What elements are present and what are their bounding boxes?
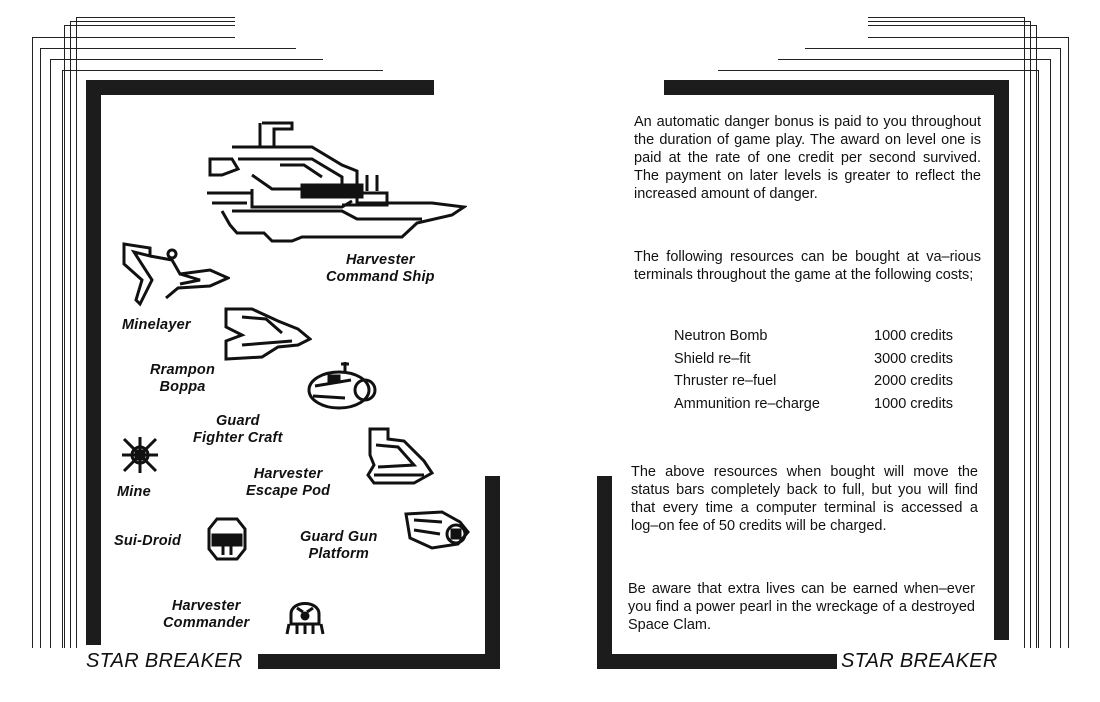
sprite-label-command-ship: Harvester Command Ship bbox=[326, 252, 435, 285]
frame-right-bar bbox=[485, 476, 500, 669]
sprite-label-escape-pod: Harvester Escape Pod bbox=[246, 466, 331, 499]
frame-top-bar bbox=[664, 80, 1009, 95]
page-stack-line bbox=[70, 21, 235, 648]
cost-item: Neutron Bomb bbox=[674, 328, 768, 344]
page-stack-line bbox=[868, 17, 1025, 648]
page-stack-line bbox=[32, 37, 235, 648]
sprite-label-commander: Harvester Commander bbox=[163, 598, 250, 631]
sprite-label-guard-gun: Guard Gun Platform bbox=[300, 529, 378, 562]
rrampon-boppa-icon bbox=[224, 307, 312, 361]
paragraph-resources-intro: The following resources can be bought at… bbox=[634, 249, 981, 283]
frame-right-bar bbox=[994, 80, 1009, 640]
page-stack-line bbox=[718, 70, 1039, 648]
sprite-label-mine: Mine bbox=[117, 484, 151, 500]
page-stack-line bbox=[64, 25, 235, 648]
resource-cost-table: Neutron Bomb 1000 credits Shield re–fit … bbox=[674, 328, 953, 418]
sprite-label-sui-droid: Sui-Droid bbox=[114, 533, 182, 549]
frame-left-bar bbox=[597, 476, 612, 669]
page-stack-line bbox=[62, 70, 383, 648]
frame-bottom-bar bbox=[258, 654, 500, 669]
table-row: Ammunition re–charge 1000 credits bbox=[674, 396, 953, 419]
minelayer-icon bbox=[122, 242, 230, 307]
page-stack-line bbox=[868, 25, 1037, 648]
cost-price: 3000 credits bbox=[874, 350, 953, 367]
harvester-commander-icon bbox=[285, 602, 325, 635]
table-row: Thruster re–fuel 2000 credits bbox=[674, 373, 953, 396]
paragraph-danger-bonus: An automatic danger bonus is paid to you… bbox=[634, 114, 981, 202]
paragraph-status-bars: The above resources when bought will mov… bbox=[631, 464, 978, 534]
page-stack-line bbox=[40, 48, 296, 648]
table-row: Shield re–fit 3000 credits bbox=[674, 351, 953, 374]
page-stack-line bbox=[76, 17, 235, 648]
cost-item: Thruster re–fuel bbox=[674, 373, 777, 389]
page-stack-line bbox=[778, 59, 1051, 648]
cost-item: Ammunition re–charge bbox=[674, 395, 820, 412]
footer-title: STAR BREAKER bbox=[86, 650, 243, 672]
sprite-label-rrampon-boppa: Rrampon Boppa bbox=[150, 362, 216, 395]
page-stack-line bbox=[50, 59, 323, 648]
paragraph-extra-lives: Be aware that extra lives can be earned … bbox=[628, 581, 975, 633]
cost-item: Shield re–fit bbox=[674, 350, 751, 367]
guard-gun-platform-icon bbox=[404, 510, 470, 550]
page-stack-line bbox=[868, 21, 1031, 648]
frame-bottom-bar bbox=[597, 654, 837, 669]
mine-icon bbox=[122, 437, 158, 473]
sui-droid-icon bbox=[207, 517, 247, 561]
page-stack-line bbox=[868, 37, 1069, 648]
frame-top-bar bbox=[86, 80, 434, 95]
cost-price: 2000 credits bbox=[874, 373, 953, 389]
footer-title: STAR BREAKER bbox=[841, 650, 998, 672]
guard-fighter-craft-icon bbox=[307, 362, 377, 410]
sprite-label-guard-fighter: Guard Fighter Craft bbox=[193, 413, 283, 446]
frame-left-bar bbox=[86, 80, 101, 645]
sprite-label-minelayer: Minelayer bbox=[122, 317, 191, 333]
harvester-command-ship-icon bbox=[207, 121, 467, 243]
page-stack-line bbox=[805, 48, 1061, 648]
harvester-escape-pod-icon bbox=[366, 427, 435, 485]
cost-price: 1000 credits bbox=[874, 328, 953, 344]
table-row: Neutron Bomb 1000 credits bbox=[674, 328, 953, 351]
cost-price: 1000 credits bbox=[874, 395, 953, 412]
